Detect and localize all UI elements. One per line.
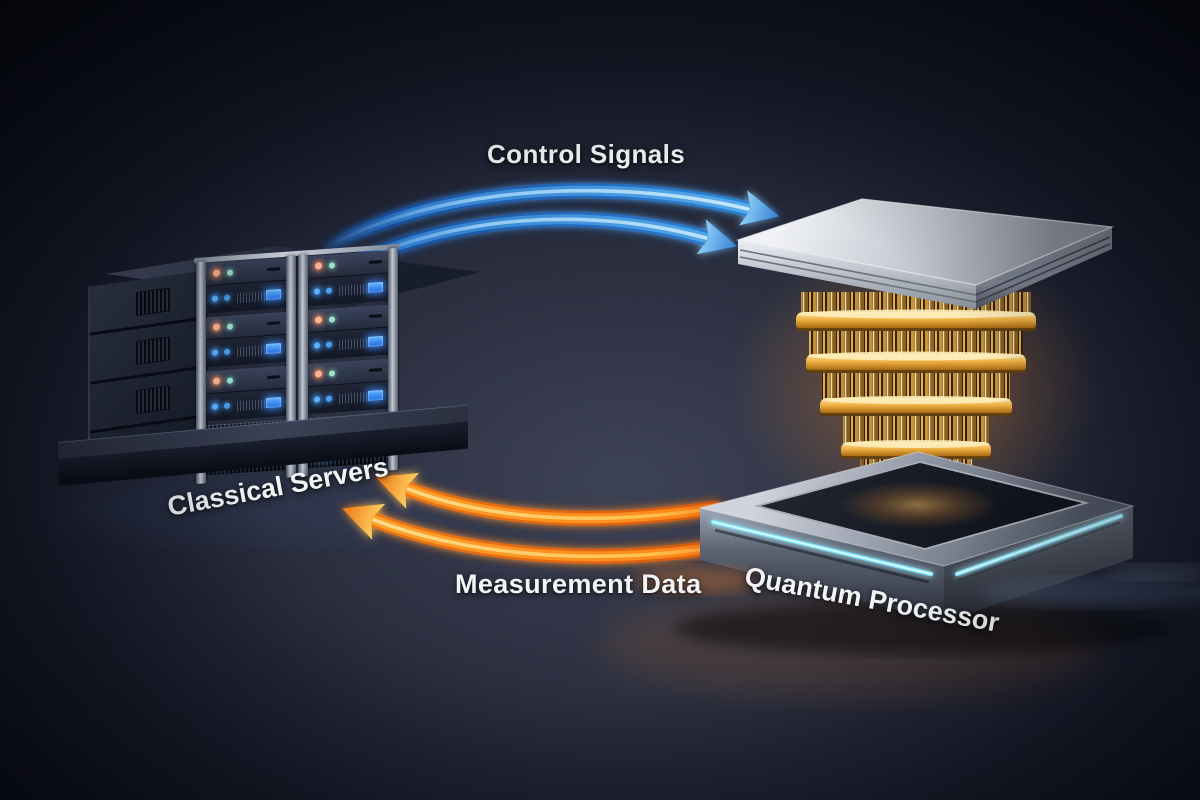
vignette-overlay xyxy=(0,0,1200,800)
diagram-canvas: Control Signals Classical Servers Measur… xyxy=(0,0,1200,800)
